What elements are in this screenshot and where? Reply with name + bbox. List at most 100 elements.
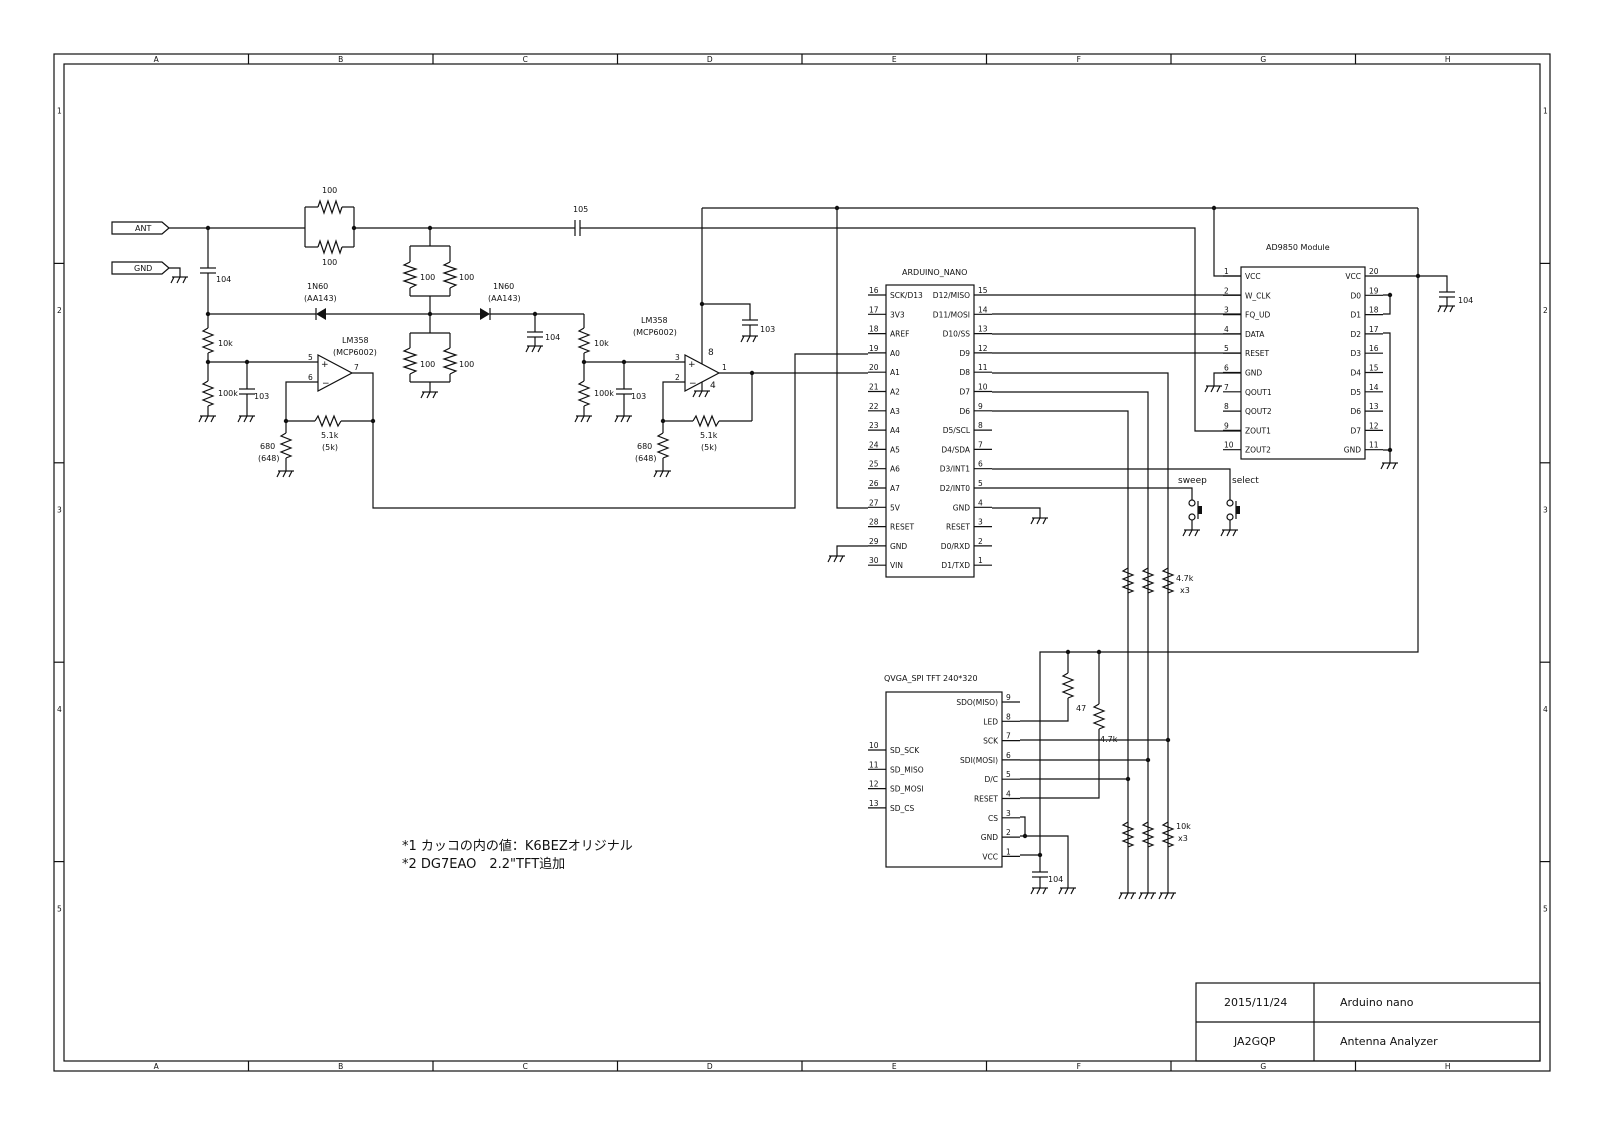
diode-1: [316, 308, 326, 320]
ad9850-left-pin-number: 6: [1224, 364, 1229, 373]
tft-left-pin-name: SD_MOSI: [890, 785, 924, 794]
diode-1-alt: (AA143): [304, 294, 337, 303]
opamp-2-feedback-resistor: 5.1k: [700, 431, 718, 440]
tft-right-pin-number: 2: [1006, 828, 1011, 837]
arduino-left-pin-name: GND: [890, 542, 907, 551]
opamp-2-pin-out: 1: [722, 363, 727, 372]
opamp-2-bypass-cap-value: 103: [760, 325, 775, 334]
arduino-left-pin-number: 16: [869, 286, 879, 295]
arduino-right-pin-number: 1: [978, 556, 983, 565]
tft-led-resistor-value: 47: [1076, 704, 1086, 713]
ad9850-right-pin-number: 13: [1369, 402, 1379, 411]
arduino-right-pin-name: GND: [953, 503, 970, 512]
ground-symbol: [420, 391, 438, 399]
arduino-right-pin-number: 5: [978, 479, 983, 488]
arduino-right-pin: 9D6: [959, 402, 992, 416]
zone-column-label: C: [523, 1062, 528, 1071]
divider-2-low-resistor-value: 100k: [594, 389, 614, 398]
bridge-resistor-1-value: 100: [420, 273, 435, 282]
ad9850-left-pin-name: DATA: [1245, 330, 1265, 339]
opamp-2-pin-gnd: 4: [710, 381, 716, 391]
svg-text:−: −: [322, 379, 330, 389]
ground-symbol: [740, 335, 758, 343]
tft-left-pin-number: 10: [869, 741, 879, 750]
ad9850-left-pin-number: 8: [1224, 402, 1229, 411]
sweep-switch[interactable]: [1188, 499, 1202, 521]
zone-column-label: D: [707, 55, 713, 64]
tft-right-pin-name: VCC: [982, 852, 998, 861]
ad9850-right-pin-number: 19: [1369, 286, 1379, 295]
arduino-left-pin-number: 23: [869, 421, 879, 430]
opamp-1-ground-resistor: 680: [260, 442, 275, 451]
arduino-right-pin-number: 10: [978, 383, 988, 392]
zone-row-label: 5: [1543, 904, 1548, 913]
arduino-left-pin-name: A7: [890, 484, 900, 493]
tft-right-pin-number: 3: [1006, 809, 1011, 818]
ad9850-left-pin-name: GND: [1245, 369, 1262, 378]
tft-right-pin: 5D/C: [984, 770, 1020, 784]
diode-2: [480, 308, 490, 320]
ant-port: ANT: [111, 221, 170, 235]
ground-symbol: [1058, 887, 1076, 895]
arduino-right-pin: 2D0/RXD: [941, 537, 992, 551]
arduino-right-pin-number: 2: [978, 537, 983, 546]
zone-column-label: E: [892, 55, 897, 64]
select-switch-label: select: [1232, 476, 1259, 486]
input-resistor-top: [317, 199, 343, 215]
ad9850-right-pin-number: 18: [1369, 306, 1379, 315]
tft-right-pin-name: SDO(MISO): [956, 698, 998, 707]
arduino-right-pin-number: 13: [978, 325, 988, 334]
ground-symbol: [1437, 305, 1455, 313]
zone-column-label: G: [1260, 1062, 1266, 1071]
arduino-left-pin-number: 21: [869, 383, 879, 392]
diode-2-part: 1N60: [493, 282, 514, 291]
opamp-1-pin-plus: 5: [308, 353, 313, 362]
divider-2-cap-value: 103: [631, 392, 646, 401]
ground-symbol: [1220, 529, 1238, 537]
ad9850-right-pin-name: GND: [1344, 446, 1361, 455]
tft-title: QVGA_SPI TFT 240*320: [884, 674, 978, 683]
tft-left-pin-name: SD_CS: [890, 804, 915, 813]
arduino-right-pin-name: RESET: [946, 523, 970, 532]
arduino-right-pin-name: D5/SCL: [943, 426, 971, 435]
arduino-right-pin-name: D2/INT0: [940, 484, 970, 493]
ad9850-left-pin-name: QOUT2: [1245, 407, 1272, 416]
arduino-right-pin: 6D3/INT1: [940, 460, 992, 474]
select-switch[interactable]: [1226, 499, 1240, 521]
zone-row-label: 5: [57, 904, 62, 913]
arduino-left-pin-name: A4: [890, 426, 900, 435]
zone-column-label: F: [1077, 1062, 1081, 1071]
arduino-right-pin-name: D1/TXD: [941, 561, 970, 570]
pulldown-resistors: [1121, 821, 1175, 848]
tft-right-pin-name: RESET: [974, 795, 998, 804]
ad9850-left-pin-number: 1: [1224, 267, 1229, 276]
gnd-port: GND: [111, 261, 170, 275]
input-resistor-bottom-value: 100: [322, 258, 337, 267]
arduino-left-pin-number: 18: [869, 325, 879, 334]
opamp-1-pin-out: 7: [354, 363, 359, 372]
ad9850-left-pin-number: 10: [1224, 441, 1234, 450]
ground-symbol: [574, 415, 592, 423]
ground-symbol: [198, 415, 216, 423]
ground-symbol: [1030, 517, 1048, 525]
pulldown-value: 10k: [1176, 822, 1191, 831]
tft-right-pin-number: 1: [1006, 847, 1011, 856]
ad9850-right-pins: 20VCC19D018D117D216D315D414D513D612D711G…: [1344, 267, 1383, 455]
opamp-1-feedback-resistor: 5.1k: [321, 431, 339, 440]
ground-symbol: [525, 345, 543, 353]
bridge-resistor-4-value: 100: [459, 360, 474, 369]
detector-cap-value: 104: [545, 333, 560, 342]
